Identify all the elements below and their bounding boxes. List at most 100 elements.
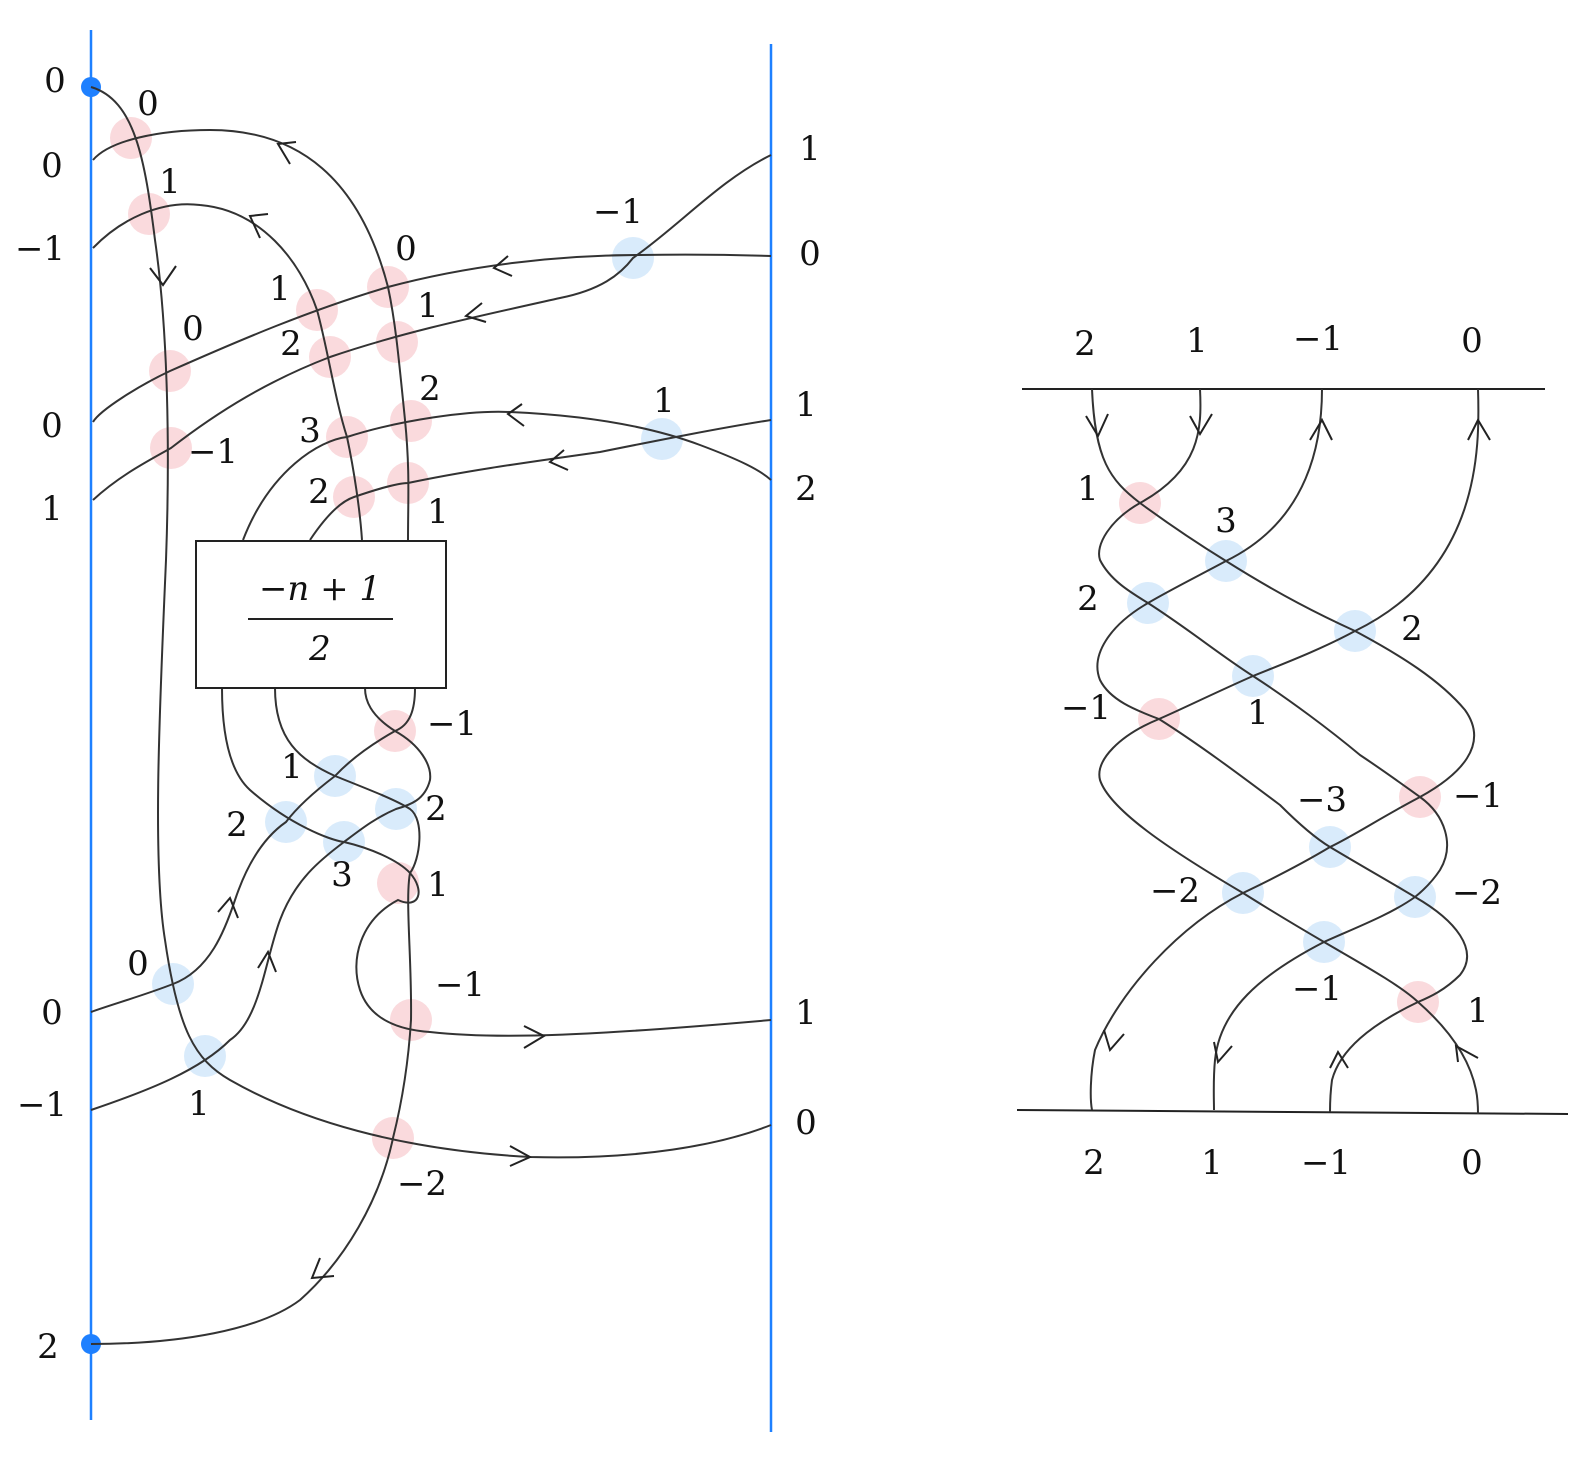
edge-label: −1: [15, 229, 65, 269]
arrow-icon: [509, 1145, 533, 1167]
arrow-icon: [492, 255, 513, 277]
top-label: 0: [1461, 321, 1483, 361]
crossing-label: 0: [395, 229, 417, 269]
left-strands: [90, 86, 772, 1345]
right-arrows: [1085, 413, 1491, 1069]
strand: [92, 203, 363, 541]
crossing-label: −2: [397, 1164, 447, 1204]
edge-label: −1: [17, 1085, 67, 1125]
right-panel: 2 1 −1 0 2 1 −1 0 1 3 2 2 1 −1 −1 −3 −2 …: [1016, 319, 1569, 1183]
crossing-label: −1: [435, 965, 485, 1005]
crossing-label: 1: [159, 162, 181, 202]
crossing-label: 1: [188, 1084, 210, 1124]
edge-label: 1: [799, 129, 821, 169]
top-label: 2: [1074, 324, 1096, 364]
crossing-label: 1: [417, 286, 439, 326]
crossing-label: 0: [137, 84, 159, 124]
left-crossing-labels: 0 1 0 −1 0 1 1 2 3 2 2 1 −1 1 −1 1 2 2 3…: [127, 84, 675, 1204]
arrow-icon: [1467, 417, 1491, 441]
arrow-icon: [548, 449, 569, 471]
bottom-label: 0: [1461, 1143, 1483, 1183]
arrow-icon: [257, 949, 277, 973]
crossing-label: 3: [331, 855, 353, 895]
edge-label: 1: [795, 993, 817, 1033]
crossing-label: 2: [1077, 579, 1099, 619]
box-denominator: 2: [308, 629, 331, 669]
arrow-icon: [1189, 413, 1213, 436]
crossing-marker: [128, 193, 170, 235]
crossing-label: 2: [425, 789, 447, 829]
crossing-label: −2: [1452, 873, 1502, 913]
edge-label: 0: [44, 61, 66, 101]
right-strands: [1089, 388, 1480, 1115]
crossing-label: −3: [1297, 780, 1347, 820]
strand: [1089, 388, 1476, 1111]
arrow-icon: [276, 141, 297, 165]
crossing-label: 1: [1247, 693, 1269, 733]
crossing-label: 1: [653, 381, 675, 421]
crossing-label: 1: [281, 747, 303, 787]
strand: [221, 687, 772, 1037]
edge-label: 0: [41, 993, 63, 1033]
crossing-label: −1: [1061, 688, 1111, 728]
crossing-label: 2: [419, 369, 441, 409]
top-label: −1: [1293, 319, 1343, 359]
bottom-label: 2: [1083, 1143, 1105, 1183]
edge-label: 0: [41, 146, 63, 186]
edge-label: 1: [41, 489, 63, 529]
strand: [309, 419, 772, 541]
crossing-label: 1: [427, 865, 449, 905]
arrow-icon: [523, 1025, 547, 1049]
arrow-icon: [1213, 1041, 1233, 1065]
crossing-label: 3: [1215, 501, 1237, 541]
right-top-labels: 2 1 −1 0: [1074, 319, 1483, 364]
left-arrows: [149, 141, 569, 1280]
arrow-icon: [1454, 1044, 1479, 1063]
strand: [90, 687, 421, 1345]
crossing-label: 1: [269, 269, 291, 309]
crossing-label: 0: [182, 309, 204, 349]
crossing-label: −1: [1292, 969, 1342, 1009]
crossing-label: 1: [1467, 991, 1489, 1031]
crossing-label: 1: [1077, 469, 1099, 509]
box-numerator: −n + 1: [259, 569, 381, 609]
crossing-marker: [110, 117, 152, 159]
left-panel: −n + 1 2 0 0 −1 0 1 0 −1 2 1 0 1 2 1 0 0: [15, 30, 821, 1432]
arrow-icon: [217, 896, 239, 919]
strand: [92, 128, 410, 541]
bottom-label: 1: [1201, 1143, 1223, 1183]
strand: [90, 687, 416, 1013]
bottom-label: −1: [1301, 1143, 1351, 1183]
arrow-icon: [506, 403, 525, 427]
right-crossing-markers: [1119, 482, 1441, 1023]
arrow-icon: [149, 265, 177, 287]
crossing-label: −1: [188, 432, 238, 472]
arrow-icon: [1085, 413, 1109, 439]
twist-box: −n + 1 2: [195, 540, 447, 689]
left-edge-labels: 0 0 −1 0 1 0 −1 2: [15, 61, 67, 1367]
edge-label: 2: [795, 469, 817, 509]
arrow-icon: [1103, 1029, 1125, 1053]
crossing-label: 2: [308, 472, 330, 512]
strand: [92, 154, 772, 501]
crossing-label: 2: [1401, 609, 1423, 649]
bottom-baseline: [1016, 1109, 1569, 1115]
crossing-label: −1: [1453, 776, 1503, 816]
strand: [242, 410, 772, 541]
edge-label: 0: [795, 1103, 817, 1143]
arrow-icon: [1309, 417, 1333, 441]
right-bottom-labels: 2 1 −1 0: [1083, 1143, 1483, 1183]
crossing-label: −1: [593, 192, 643, 232]
crossing-label: −1: [427, 704, 477, 744]
twist-box-frame: [195, 540, 447, 689]
right-edge-labels: 1 0 1 2 1 0: [795, 129, 821, 1143]
edge-label: 1: [795, 385, 817, 425]
crossing-label: 2: [226, 805, 248, 845]
crossing-label: −2: [1150, 871, 1200, 911]
strand: [92, 253, 772, 423]
crossing-label: 1: [427, 492, 449, 532]
arrow-icon: [1329, 1049, 1349, 1069]
crossing-label: 2: [280, 324, 302, 364]
crossing-label: 0: [127, 944, 149, 984]
